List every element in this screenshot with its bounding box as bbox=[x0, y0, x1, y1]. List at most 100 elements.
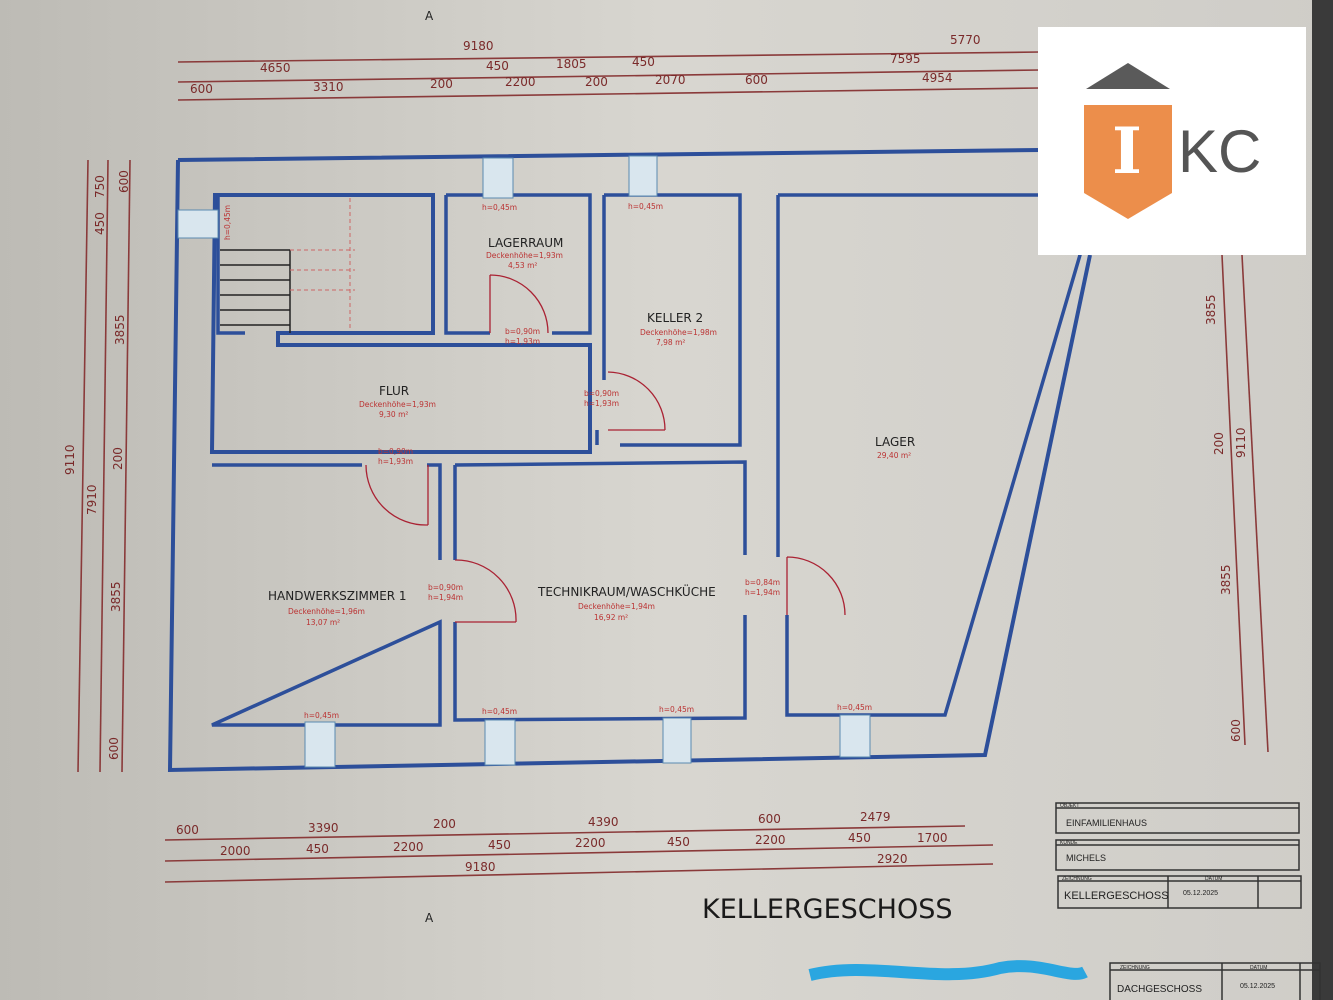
dim-label: 3390 bbox=[308, 821, 339, 835]
object-value: EINFAMILIENHAUS bbox=[1066, 818, 1147, 828]
photo-edge bbox=[1312, 0, 1333, 1000]
dim-label: 7595 bbox=[890, 52, 921, 66]
dim-label: 3855 bbox=[109, 581, 123, 612]
room-name: KELLER 2 bbox=[647, 311, 703, 325]
date-value: 05.12.2025 bbox=[1183, 890, 1218, 897]
dim-label: 450 bbox=[488, 838, 511, 852]
dim-label: 4390 bbox=[588, 815, 619, 829]
logo-roof-icon bbox=[1086, 63, 1170, 89]
dim-label: 9180 bbox=[463, 39, 494, 53]
door-height: h=1,93m bbox=[584, 399, 619, 408]
room-name: TECHNIKRAUM/WASCHKÜCHE bbox=[537, 583, 716, 599]
dim-label: 4650 bbox=[260, 61, 291, 75]
dim-label: 2200 bbox=[575, 836, 606, 850]
door-width: b=0,90m bbox=[428, 583, 463, 592]
room-flur: FLUR Deckenhöhe=1,93m 9,30 m² bbox=[359, 384, 436, 419]
doors: b=0,90m h=1,93m b=0,90m h=1,93m b=0,90m … bbox=[365, 274, 846, 623]
dim-label: 2200 bbox=[755, 833, 786, 847]
dim-label: 200 bbox=[1212, 432, 1226, 455]
object-label: OBJEKT bbox=[1060, 803, 1079, 809]
room-ceiling: Deckenhöhe=1,98m bbox=[640, 328, 717, 337]
dim-label: 2000 bbox=[220, 844, 251, 858]
dim-label: 450 bbox=[848, 831, 871, 845]
door-width: b=0,90m bbox=[505, 327, 540, 336]
room-name: HANDWERKSZIMMER 1 bbox=[268, 589, 407, 603]
title-block-2 bbox=[1109, 962, 1321, 1000]
dim-label: 2479 bbox=[860, 810, 891, 824]
dim-label: 1700 bbox=[917, 831, 948, 845]
dim-label: 2070 bbox=[655, 73, 686, 87]
room-name: FLUR bbox=[379, 384, 409, 398]
logo-letter: I bbox=[1112, 114, 1142, 189]
windows: h=0,45m h=0,45m h=0,45m h=0,45m h=0,45m … bbox=[177, 155, 872, 768]
redacted-scribble bbox=[808, 960, 1088, 981]
room-area: 13,07 m² bbox=[306, 618, 340, 627]
room-lagerraum: LAGERRAUM Deckenhöhe=1,93m 4,53 m² bbox=[486, 236, 563, 270]
dim-label: 7910 bbox=[85, 484, 99, 515]
walls bbox=[167, 148, 1092, 773]
dim-label: 600 bbox=[117, 170, 131, 193]
plan-title: KELLERGESCHOSS bbox=[702, 894, 952, 925]
dim-label: 9110 bbox=[63, 444, 77, 475]
drawing-label: ZEICHNUNG bbox=[1062, 876, 1092, 882]
dim-label: 9180 bbox=[465, 860, 496, 874]
dim-label: 2920 bbox=[877, 852, 908, 866]
door-width: b=0,90m bbox=[584, 389, 619, 398]
room-area: 4,53 m² bbox=[508, 261, 537, 270]
dim-label: 600 bbox=[176, 823, 199, 837]
door-width: b=0,90m bbox=[378, 447, 413, 456]
dim-label: 3855 bbox=[1204, 294, 1218, 325]
client-value: MICHELS bbox=[1066, 853, 1106, 863]
window-height: h=0,45m bbox=[628, 202, 663, 211]
dim-label: 600 bbox=[758, 812, 781, 826]
room-area: 7,98 m² bbox=[656, 338, 685, 347]
dim-label: 600 bbox=[745, 73, 768, 87]
drawing-label-2: ZEICHNUNG bbox=[1120, 965, 1150, 971]
dim-label: 3855 bbox=[1219, 564, 1233, 595]
room-technikraum: TECHNIKRAUM/WASCHKÜCHE Deckenhöhe=1,94m … bbox=[537, 583, 716, 622]
dim-label: 450 bbox=[93, 212, 107, 235]
room-ceiling: Deckenhöhe=1,93m bbox=[486, 251, 563, 260]
title-block bbox=[1055, 802, 1302, 909]
room-name: LAGER bbox=[875, 435, 915, 449]
window-height: h=0,45m bbox=[482, 203, 517, 212]
top-dimensions: 9180 5770 4650 450 1805 450 7595 600 331… bbox=[177, 33, 1041, 101]
dim-label: 5770 bbox=[950, 33, 981, 47]
dim-label: 450 bbox=[667, 835, 690, 849]
door-height: h=1,94m bbox=[745, 588, 780, 597]
room-ceiling: Deckenhöhe=1,96m bbox=[288, 607, 365, 616]
date-label-2: DATUM bbox=[1250, 965, 1267, 971]
dim-label: 600 bbox=[190, 82, 213, 96]
room-area: 29,40 m² bbox=[877, 451, 911, 460]
room-lager: LAGER 29,40 m² bbox=[875, 435, 915, 460]
right-dimensions: 3855 200 9110 3855 600 bbox=[1204, 254, 1269, 753]
door-width: b=0,84m bbox=[745, 578, 780, 587]
dim-label: 200 bbox=[433, 817, 456, 831]
door-height: h=1,93m bbox=[378, 457, 413, 466]
date-value-2: 05.12.2025 bbox=[1240, 983, 1275, 990]
window-height: h=0,45m bbox=[304, 711, 339, 720]
dim-label: 600 bbox=[1229, 719, 1243, 742]
dim-label: 200 bbox=[430, 77, 453, 91]
dim-label: 3855 bbox=[113, 314, 127, 345]
dim-label: 450 bbox=[306, 842, 329, 856]
room-handwerkszimmer-1: HANDWERKSZIMMER 1 Deckenhöhe=1,96m 13,07… bbox=[268, 589, 407, 627]
dim-label: 2200 bbox=[393, 840, 424, 854]
logo-text: KC bbox=[1178, 118, 1261, 185]
window-height: h=0,45m bbox=[482, 707, 517, 716]
door-height: h=1,94m bbox=[428, 593, 463, 602]
dim-label: 1805 bbox=[556, 57, 587, 71]
logo-mark: I KC bbox=[1084, 63, 1261, 219]
window-height: h=0,45m bbox=[837, 703, 872, 712]
door-height: h=1,93m bbox=[505, 337, 540, 346]
dim-label: 450 bbox=[632, 55, 655, 69]
client-label: KUNDE bbox=[1060, 840, 1078, 846]
dim-label: 4954 bbox=[922, 71, 953, 85]
section-marker-top: A bbox=[425, 9, 434, 23]
dim-label: 2200 bbox=[505, 75, 536, 89]
room-ceiling: Deckenhöhe=1,93m bbox=[359, 400, 436, 409]
section-marker-bottom: A bbox=[425, 911, 434, 925]
logo-house-icon bbox=[1084, 105, 1172, 219]
room-name: LAGERRAUM bbox=[488, 236, 563, 250]
dim-label: 750 bbox=[93, 175, 107, 198]
